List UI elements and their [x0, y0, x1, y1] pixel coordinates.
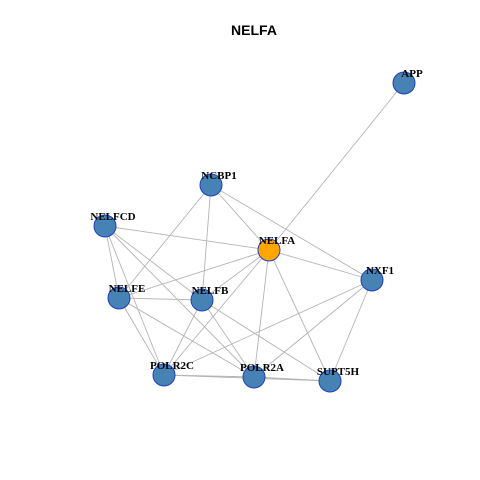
edge-nelfcd-polr2c: [104, 225, 165, 376]
graph-title: NELFA: [231, 22, 277, 38]
edge-nelfcd-nelfe: [104, 225, 120, 299]
edge-ncbp1-nelfa: [210, 184, 270, 251]
edge-ncbp1-nelfe: [118, 184, 212, 299]
node-circle[interactable]: [199, 173, 223, 197]
node-polr2c[interactable]: POLR2C: [150, 360, 194, 387]
node-nelfb[interactable]: NELFB: [190, 285, 229, 312]
edge-nelfb-polr2a: [201, 299, 255, 378]
node-circle[interactable]: [93, 214, 117, 238]
edge-nelfcd-nelfb: [104, 225, 203, 301]
node-supt5h[interactable]: SUPT5H: [317, 366, 360, 393]
node-label: NELFA: [259, 235, 296, 247]
edge-nelfa-polr2a: [253, 249, 270, 378]
edge-nxf1-supt5h: [329, 279, 373, 382]
node-label: SUPT5H: [317, 366, 360, 378]
edge-nelfa-nxf1: [268, 249, 373, 281]
node-circle[interactable]: [392, 71, 416, 95]
edge-nelfa-nelfe: [118, 249, 270, 299]
node-nxf1[interactable]: NXF1: [360, 265, 394, 292]
edge-nelfcd-polr2a: [104, 225, 255, 378]
node-label: NXF1: [366, 265, 394, 277]
edge-nelfe-polr2a: [118, 297, 255, 378]
edge-nelfa-supt5h: [268, 249, 331, 382]
node-label: NELFE: [109, 283, 146, 295]
edge-nelfcd-nelfa: [104, 225, 270, 251]
node-label: NELFCD: [90, 211, 135, 223]
node-circle[interactable]: [107, 286, 131, 310]
edge-polr2a-supt5h: [253, 376, 331, 382]
edge-ncbp1-nxf1: [210, 184, 373, 281]
node-ncbp1[interactable]: NCBP1: [199, 170, 237, 197]
node-label: POLR2A: [240, 362, 284, 374]
node-nelfe[interactable]: NELFE: [107, 283, 146, 310]
node-circle[interactable]: [242, 365, 266, 389]
edge-layer: [104, 82, 405, 382]
node-polr2a[interactable]: POLR2A: [240, 362, 284, 389]
node-circle[interactable]: [152, 363, 176, 387]
node-label: POLR2C: [150, 360, 194, 372]
edge-nelfb-supt5h: [201, 299, 331, 382]
node-app[interactable]: APP: [392, 68, 423, 95]
edge-nelfa-nelfb: [201, 249, 270, 301]
edge-nelfe-polr2c: [118, 297, 165, 376]
edge-nelfb-polr2c: [163, 299, 203, 376]
node-nelfa[interactable]: NELFA: [257, 235, 296, 262]
edge-nxf1-polr2c: [163, 279, 373, 376]
edge-nxf1-polr2a: [253, 279, 373, 378]
node-label: NELFB: [192, 285, 229, 297]
node-nelfcd[interactable]: NELFCD: [90, 211, 136, 238]
edge-ncbp1-nelfb: [201, 184, 212, 301]
edge-nelfe-nelfb: [118, 297, 203, 301]
node-circle[interactable]: [360, 268, 384, 292]
edge-app-nelfa: [268, 82, 405, 251]
node-circle[interactable]: [318, 369, 342, 393]
node-label: APP: [401, 68, 423, 80]
edge-nelfa-polr2c: [163, 249, 270, 376]
node-circle[interactable]: [257, 238, 281, 262]
node-circle[interactable]: [190, 288, 214, 312]
node-label: NCBP1: [201, 170, 236, 182]
